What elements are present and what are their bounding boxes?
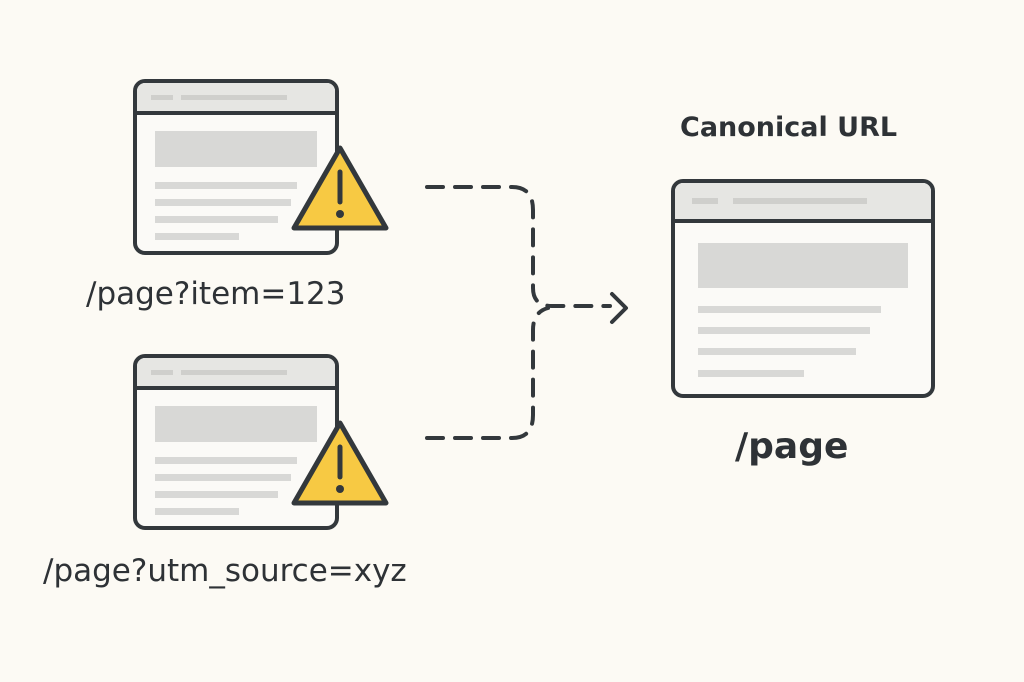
canonical-page-window [671, 179, 935, 398]
source-url-label: /page?utm_source=xyz [43, 553, 407, 589]
canonical-url-label: /page [735, 426, 849, 467]
source-url-label: /page?item=123 [86, 276, 346, 312]
redirect-connector [425, 185, 612, 440]
diagram-title: Canonical URL [680, 112, 898, 143]
arrow-head-icon [610, 292, 628, 324]
